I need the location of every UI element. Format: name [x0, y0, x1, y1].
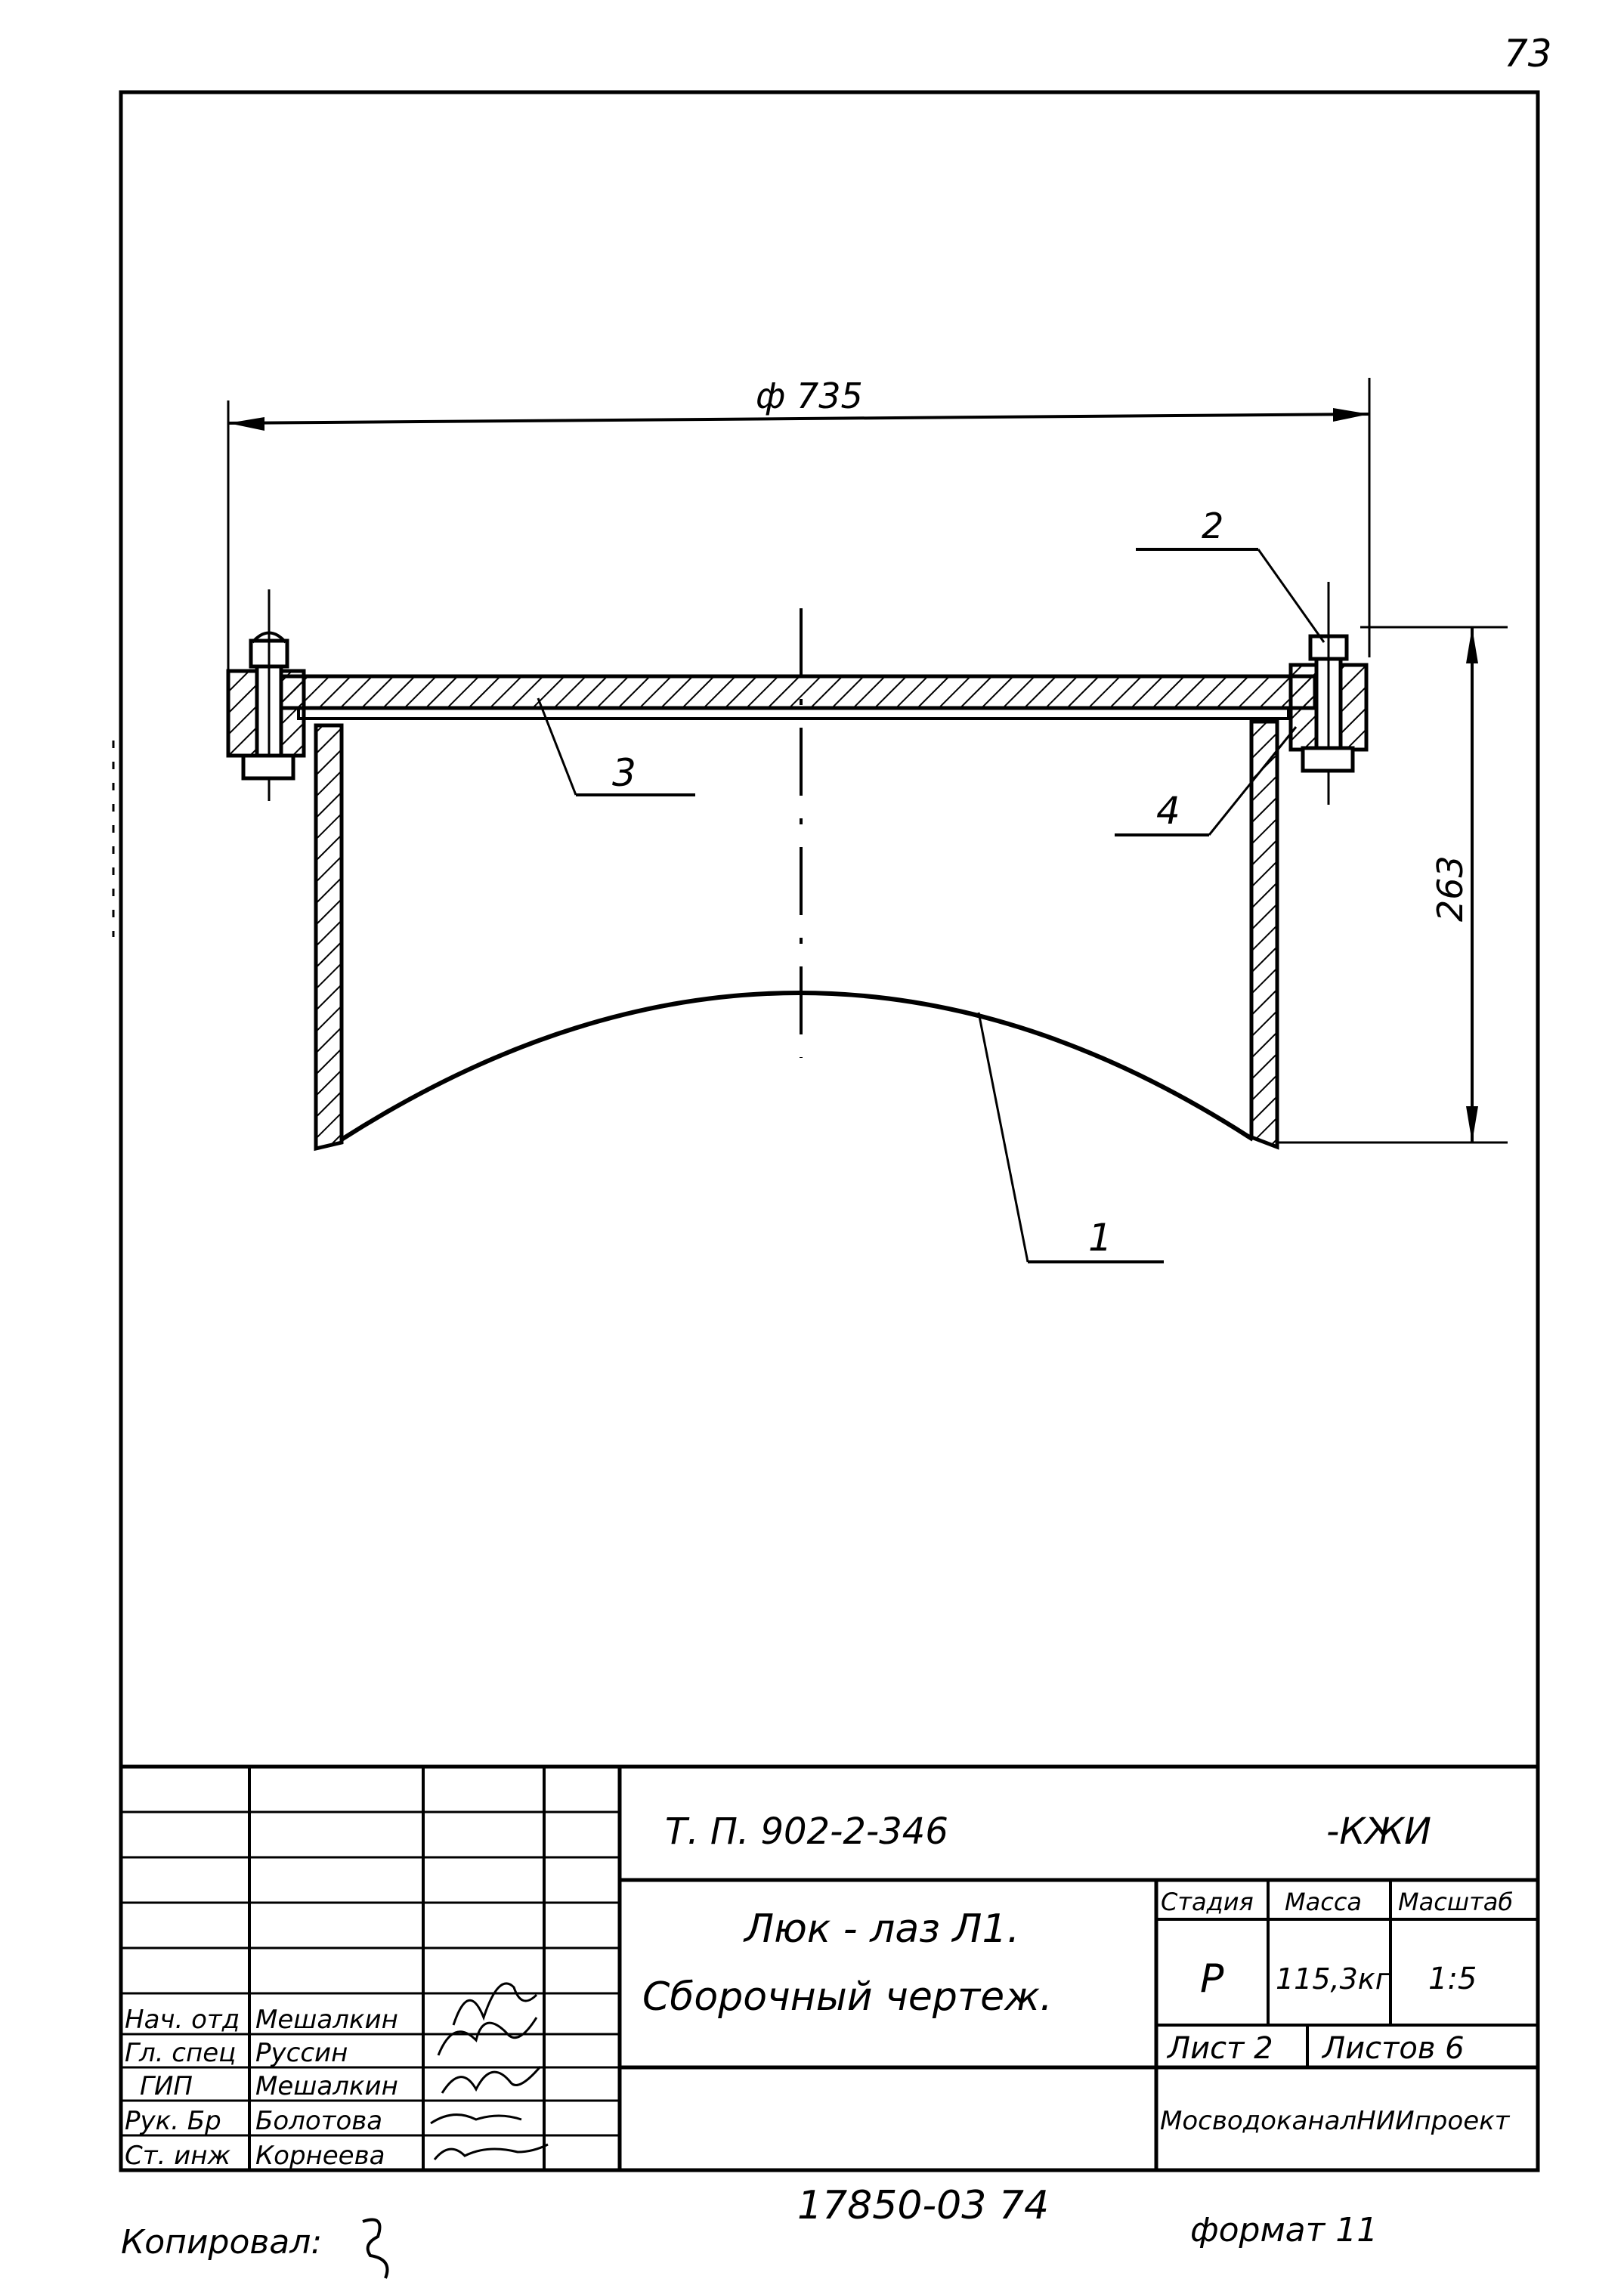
sheet-label: Лист 2 [1166, 2031, 1273, 2066]
page-number: 73 [1504, 32, 1552, 76]
staff-name-0: Мешалкин [255, 2005, 398, 2035]
format-label: формат 11 [1190, 2211, 1378, 2249]
callout-3: 3 [612, 751, 636, 795]
staff-name-3: Болотова [255, 2106, 382, 2136]
staff-role-0: Нач. отд [125, 2005, 240, 2035]
organization: МосводоканалНИИпроект [1160, 2106, 1511, 2136]
mass-value: 115,3кг [1276, 1962, 1391, 1996]
hatch-assembly [226, 378, 1508, 1263]
title-block [121, 1764, 1538, 2170]
copier-initials [362, 2218, 389, 2279]
stage-header: Стадия [1161, 1888, 1254, 1916]
bottom-arc [340, 991, 1254, 1142]
callout-4: 4 [1156, 789, 1180, 833]
drawing-frame [119, 90, 1540, 2172]
scale-header: Масштаб [1398, 1888, 1513, 1916]
staff-name-4: Корнеева [255, 2141, 385, 2171]
copied-by: Копировал: [121, 2223, 322, 2262]
staff-name-2: Мешалкин [255, 2071, 398, 2101]
dimension-height: 263 [1430, 855, 1471, 922]
doc-number: 17850-03 74 [797, 2183, 1049, 2228]
staff-list: Нач. отд Мешалкин Гл. спец Руссин ГИП Ме… [125, 2005, 398, 2171]
dimension-diameter: ф 735 [756, 376, 863, 416]
sheets-label: Листов 6 [1321, 2031, 1465, 2066]
mass-header: Масса [1285, 1888, 1362, 1916]
dim-line-diameter [227, 413, 1370, 425]
callout-2: 2 [1202, 506, 1223, 546]
staff-role-4: Ст. инж [125, 2141, 230, 2171]
staff-name-1: Руссин [255, 2038, 348, 2068]
lid-plate [270, 674, 1317, 710]
project-code: Т. П. 902-2-346 [665, 1810, 948, 1853]
stage-value: Р [1200, 1956, 1224, 2002]
wall-left [314, 723, 344, 1152]
staff-role-2: ГИП [140, 2071, 193, 2101]
title-line-2: Сборочный чертеж. [642, 1974, 1053, 2020]
staff-role-3: Рук. Бр [125, 2106, 221, 2136]
staff-role-1: Гл. спец [125, 2038, 236, 2068]
signatures [430, 1982, 549, 2160]
scale-value: 1:5 [1428, 1962, 1477, 1996]
title-line-1: Люк - лаз Л1. [743, 1906, 1019, 1952]
callout-1: 1 [1088, 1216, 1112, 1260]
wall-right [1249, 719, 1279, 1150]
set-code: -КЖИ [1326, 1810, 1431, 1853]
